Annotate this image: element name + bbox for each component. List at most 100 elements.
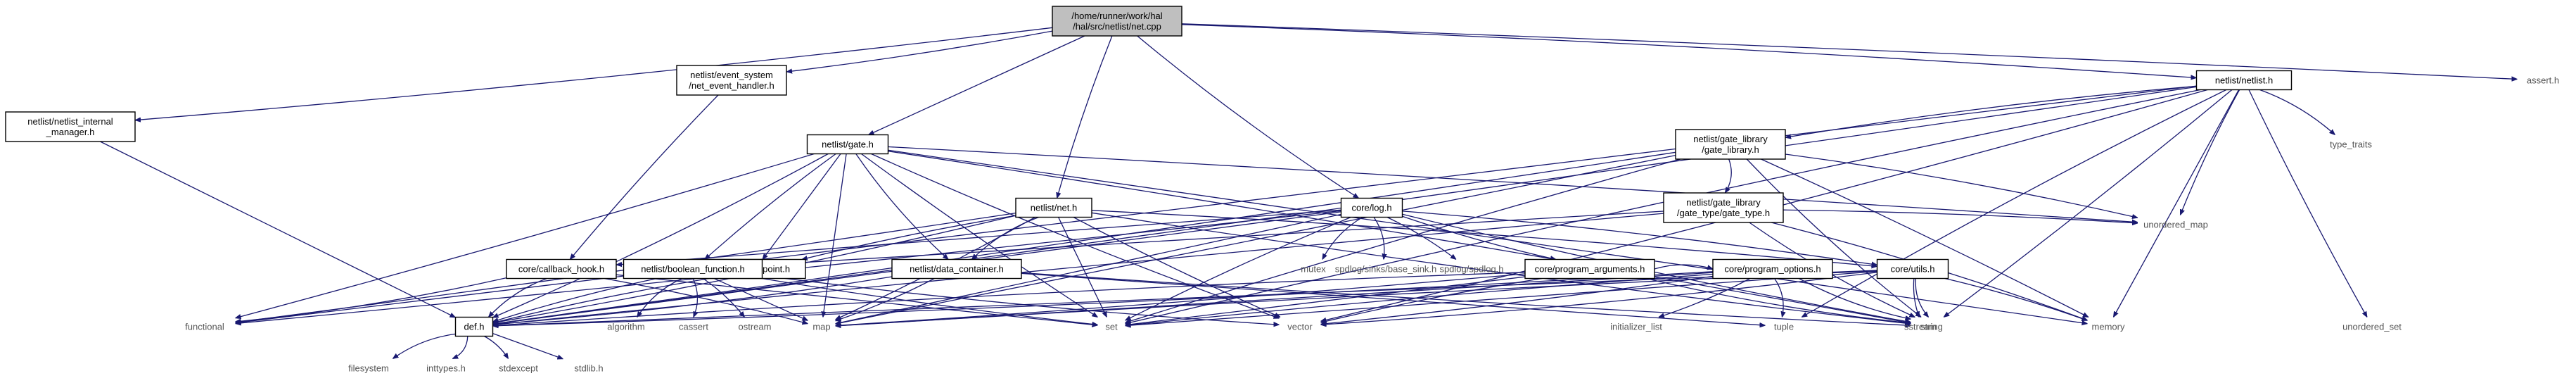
node-label-mutex-1: mutex bbox=[1301, 264, 1326, 275]
node-functional: functional bbox=[185, 322, 224, 332]
edge-gate-to-string bbox=[888, 151, 1911, 323]
edge-cbhook-to-functional bbox=[236, 277, 507, 322]
edge-boolfn-to-set bbox=[761, 277, 1098, 325]
edge-progargs-to-map bbox=[836, 273, 1526, 326]
edge-glib-to-memory bbox=[1761, 158, 2089, 318]
edge-root-to-asserth bbox=[1181, 23, 2518, 80]
node-label-tuple-1: tuple bbox=[1774, 322, 1794, 332]
node-vector: vector bbox=[1287, 322, 1313, 332]
node-gate: netlist/gate.h bbox=[806, 134, 889, 155]
edge-def-to-inttypes bbox=[452, 336, 468, 360]
node-ostream: ostream bbox=[739, 322, 772, 332]
node-box-gtype bbox=[1663, 192, 1784, 223]
edge-glib-to-map bbox=[836, 154, 1676, 325]
node-box-glib bbox=[1675, 129, 1786, 160]
edge-progopts-to-string bbox=[1798, 277, 1911, 320]
node-label-stdlib-1: stdlib.h bbox=[574, 363, 603, 374]
edge-net-to-set bbox=[1058, 217, 1107, 318]
edge-glib-to-def bbox=[493, 151, 1676, 324]
node-glib: netlist/gate_library/gate_library.h bbox=[1675, 129, 1786, 160]
node-label-neh-2: /net_event_handler.h bbox=[689, 80, 774, 91]
node-label-root-2: /hal/src/netlist/net.cpp bbox=[1073, 21, 1161, 32]
edge-cbhook-to-map bbox=[604, 277, 808, 324]
node-label-vector-1: vector bbox=[1287, 322, 1313, 332]
node-stdlib: stdlib.h bbox=[574, 363, 603, 374]
node-label-utils-1: core/utils.h bbox=[1891, 264, 1935, 275]
edge-dcont-to-tuple bbox=[1021, 272, 1766, 325]
edge-def-to-stdexcept bbox=[484, 335, 508, 359]
node-label-net-1: netlist/net.h bbox=[1031, 203, 1078, 213]
node-label-cbhook-1: core/callback_hook.h bbox=[518, 264, 604, 275]
node-log: core/log.h bbox=[1340, 197, 1403, 218]
edge-netlist-to-string bbox=[1944, 89, 2233, 318]
node-initlist: initializer_list bbox=[1610, 322, 1662, 332]
node-box-log bbox=[1340, 197, 1403, 218]
node-sstream: sstream bbox=[1904, 322, 1937, 332]
node-label-def-1: def.h bbox=[464, 322, 485, 332]
node-label-spdsink-1: spdlog/sinks/base_sink.h bbox=[1335, 264, 1437, 275]
edge-netlist-to-functional bbox=[236, 85, 2197, 323]
edge-utils-to-memory bbox=[1944, 277, 2088, 321]
edge-root-to-netlist bbox=[1181, 24, 2197, 78]
edge-cbhook-to-set bbox=[616, 274, 1098, 325]
node-stdexcept: stdexcept bbox=[499, 363, 538, 374]
edge-net-to-endpoint bbox=[802, 215, 1016, 259]
node-neh: netlist/event_system/net_event_handler.h bbox=[676, 65, 787, 96]
node-label-gtype-1: netlist/gate_library bbox=[1686, 197, 1761, 208]
edge-progargs-to-progopts bbox=[1654, 264, 1713, 269]
edge-progopts-to-vector bbox=[1321, 275, 1714, 324]
node-boolfn: netlist/boolean_function.h bbox=[623, 258, 763, 280]
edge-log-to-map bbox=[836, 213, 1341, 323]
edge-netlist-to-umap bbox=[2179, 89, 2240, 215]
node-label-initlist-1: initializer_list bbox=[1610, 322, 1662, 332]
node-box-progargs bbox=[1524, 258, 1655, 280]
node-cassert: cassert bbox=[679, 322, 708, 332]
edge-nim-to-def bbox=[100, 141, 455, 318]
node-box-boolfn bbox=[623, 258, 763, 280]
edge-gate-to-def bbox=[493, 153, 829, 318]
node-label-cassert-1: cassert bbox=[679, 322, 708, 332]
edge-log-to-set bbox=[1126, 216, 1351, 321]
edge-glib-to-gtype bbox=[1725, 158, 1732, 193]
edge-neh-to-cbhook bbox=[570, 94, 719, 260]
node-box-utils bbox=[1876, 258, 1949, 280]
edge-utils-to-sstream bbox=[1913, 278, 1919, 318]
node-label-memory-1: memory bbox=[2092, 322, 2125, 332]
edge-gate-to-endpoint bbox=[763, 153, 841, 260]
edge-dcont-to-def bbox=[493, 276, 893, 325]
edge-utils-to-set bbox=[1126, 270, 1877, 326]
node-label-log-1: core/log.h bbox=[1351, 203, 1391, 213]
node-spdlog: spdlog/spdlog.h bbox=[1439, 264, 1503, 275]
node-label-ostream-1: ostream bbox=[739, 322, 772, 332]
edge-layer bbox=[100, 23, 2518, 360]
node-label-netlist-1: netlist/netlist.h bbox=[2215, 75, 2273, 86]
edge-progargs-to-def bbox=[493, 272, 1526, 326]
edge-gtype-to-umap bbox=[1783, 209, 2138, 223]
node-memory: memory bbox=[2092, 322, 2125, 332]
node-set: set bbox=[1105, 322, 1118, 332]
edge-gate-to-boolfn bbox=[705, 153, 836, 260]
node-label-functional-1: functional bbox=[185, 322, 224, 332]
edge-progargs-to-string bbox=[1645, 277, 1911, 324]
node-progopts: core/program_options.h bbox=[1712, 258, 1833, 280]
node-label-neh-1: netlist/event_system bbox=[690, 70, 773, 80]
edge-log-to-spdsink bbox=[1373, 217, 1384, 260]
edge-netlist-to-type-traits bbox=[2259, 89, 2335, 135]
node-label-spdlog-1: spdlog/spdlog.h bbox=[1439, 264, 1503, 275]
node-box-gate bbox=[806, 134, 889, 155]
node-gtype: netlist/gate_library/gate_type/gate_type… bbox=[1663, 192, 1784, 223]
edge-log-to-string bbox=[1402, 213, 1911, 322]
node-box-net bbox=[1015, 197, 1092, 218]
node-box-neh bbox=[676, 65, 787, 96]
edge-gate-to-memory bbox=[888, 149, 2088, 323]
node-label-glib-2: /gate_library.h bbox=[1702, 144, 1759, 155]
node-layer: /home/runner/work/hal/hal/src/netlist/ne… bbox=[5, 6, 2559, 374]
edge-boolfn-to-algorithm bbox=[637, 277, 682, 318]
edge-netlist-to-memory bbox=[2112, 89, 2240, 318]
node-label-string-1: string bbox=[1920, 322, 1943, 332]
node-box-nim bbox=[5, 111, 136, 142]
edge-progopts-to-tuple bbox=[1774, 278, 1784, 318]
edge-log-to-spdlog bbox=[1386, 216, 1456, 260]
edge-root-to-log bbox=[1137, 35, 1359, 199]
